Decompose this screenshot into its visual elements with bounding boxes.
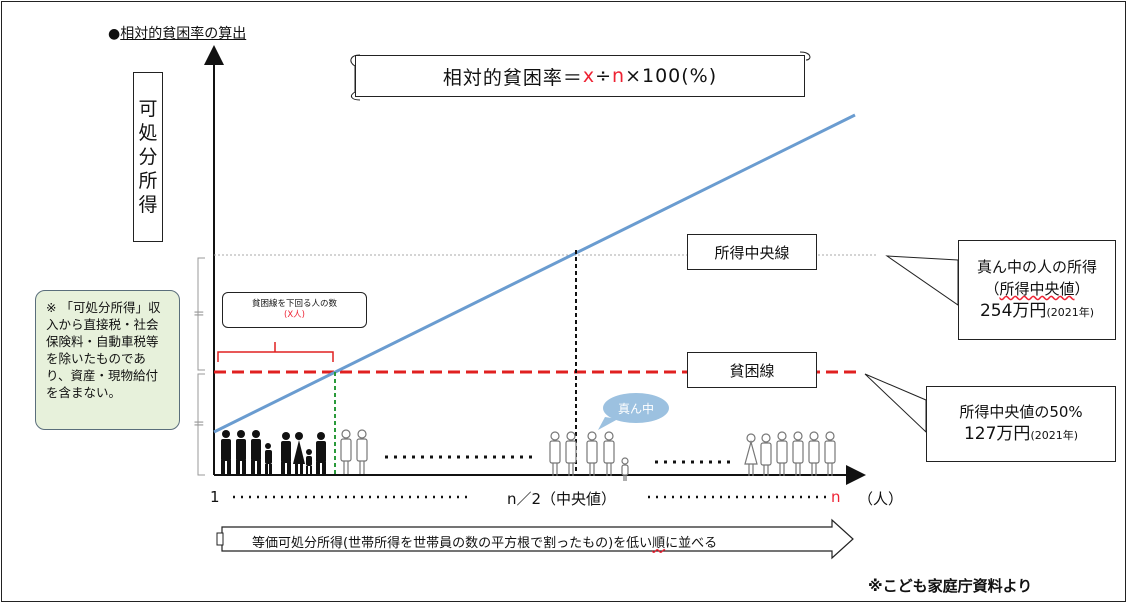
source-note: ※こども家庭庁資料より (868, 577, 1033, 595)
middle-person-bubble: 真ん中 (603, 393, 669, 423)
formula-scroll-right (799, 51, 811, 61)
poverty-year: (2021年) (1030, 429, 1079, 442)
y-axis-char: 所 (138, 170, 158, 192)
formula-box: 相対的貧困率＝x÷n×100(%) (355, 55, 805, 97)
x-axis-end: n (831, 488, 841, 506)
y-axis-char: 分 (138, 146, 158, 168)
median-bracket (197, 257, 205, 371)
formula-prefix: 相対的貧困率＝ (442, 66, 583, 89)
bottom-arrow-text-b: 順 (652, 536, 666, 551)
heading-title: 相対的貧困率の算出 (120, 26, 247, 42)
bottom-arrow (221, 518, 854, 560)
bubble-tail (598, 417, 618, 430)
median-term: 所得中央値 (999, 280, 1075, 298)
bottom-arrow-text-a: 等価可処分所得(世帯所得を世帯員の数の平方根で割ったもの)を低い (252, 536, 653, 551)
y-axis-label: 可 処 分 所 得 (133, 72, 163, 242)
formula-suffix: ×100(%) (625, 65, 718, 87)
bottom-arrow-text-c: に並べる (665, 536, 718, 551)
poor-count-bracket (217, 342, 334, 362)
formula-x: x (582, 65, 596, 87)
paren-close: ） (1074, 280, 1090, 298)
x-axis-start: 1 (210, 488, 220, 506)
svg-text:=: = (193, 306, 205, 322)
median-value: 254万円 (979, 301, 1047, 321)
middle-people-icons (340, 429, 836, 481)
bottom-arrow-text: 等価可処分所得(世帯所得を世帯員の数の平方根で割ったもの)を低い順に並べる (252, 532, 717, 551)
disposable-income-note: ※ 「可処分所得」収入から直接税・社会保険料・自動車税等を除いたものであり、資産… (35, 290, 180, 430)
bullet-icon: ● (108, 26, 121, 42)
x-axis-mid: n／2（中央値） (507, 490, 617, 508)
formula-div: ÷ (595, 65, 613, 87)
y-axis-char: 得 (138, 194, 158, 216)
poverty-line-label: 貧困線 (687, 352, 817, 388)
poor-count-text: 貧困線を下回る人の数 (251, 299, 337, 309)
poverty-callout-pointer (864, 373, 927, 434)
median-line-label: 所得中央線 (687, 234, 817, 270)
median-year: (2021年) (1046, 306, 1095, 319)
poor-count-x: (X人) (284, 310, 305, 320)
poor-count-box: 貧困線を下回る人の数 (X人) (222, 292, 367, 328)
x-axis-unit: （人） (858, 490, 904, 508)
y-axis-char: 処 (138, 122, 158, 144)
poverty-callout: 所得中央値の50% 127万円(2021年) (926, 386, 1116, 462)
income-line (213, 113, 856, 434)
median-callout-line1: 真ん中の人の所得 (976, 258, 1097, 276)
svg-text:=: = (193, 416, 205, 432)
poverty-value: 127万円 (963, 424, 1031, 444)
poverty-bracket (197, 373, 205, 476)
figure-heading: ●相対的貧困率の算出 (108, 23, 246, 43)
median-callout: 真ん中の人の所得 （所得中央値） 254万円(2021年) (958, 240, 1116, 340)
median-callout-pointer (885, 255, 959, 306)
poverty-callout-line1: 所得中央値の50% (959, 403, 1083, 421)
y-axis-char: 可 (138, 98, 158, 120)
poor-people-icons (221, 430, 326, 474)
paren-open: （ (984, 280, 1000, 298)
formula-n: n (612, 65, 626, 87)
